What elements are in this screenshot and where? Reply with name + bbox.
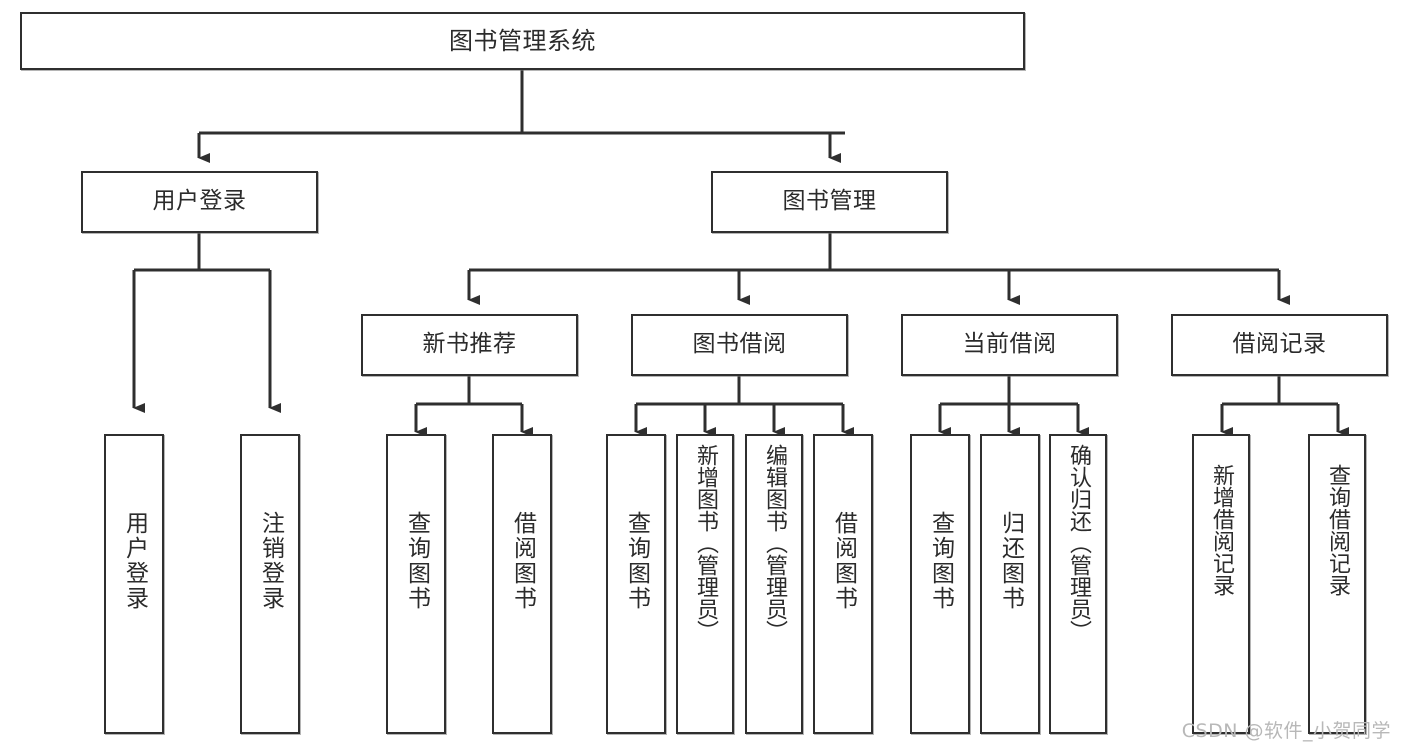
node-user-login-label: 用户登录 xyxy=(152,188,247,215)
node-leaf-return-book[interactable]: 归还图书 xyxy=(980,434,1040,734)
node-leaf-logout-login[interactable]: 注销登录 xyxy=(240,434,300,734)
node-new-book-recommend-label: 新书推荐 xyxy=(422,331,517,358)
node-leaf-query-book-1[interactable]: 查询图书 xyxy=(386,434,446,734)
node-current-borrow-label: 当前借阅 xyxy=(962,331,1057,358)
node-leaf-user-login-label: 用户登录 xyxy=(121,511,148,611)
node-leaf-query-book-3-label: 查询图书 xyxy=(927,511,954,611)
node-root[interactable]: 图书管理系统 xyxy=(20,12,1025,70)
node-leaf-query-record-label: 查询借阅记录 xyxy=(1325,464,1350,596)
node-current-borrow[interactable]: 当前借阅 xyxy=(901,314,1118,376)
node-user-login[interactable]: 用户登录 xyxy=(81,171,318,233)
node-leaf-query-book-1-label: 查询图书 xyxy=(403,511,430,611)
node-leaf-user-login[interactable]: 用户登录 xyxy=(104,434,164,734)
node-leaf-confirm-return-label: 确认归还（管理员） xyxy=(1066,444,1091,642)
node-leaf-add-book-label: 新增图书（管理员） xyxy=(693,444,718,642)
node-leaf-borrow-book-2[interactable]: 借阅图书 xyxy=(813,434,873,734)
node-leaf-return-book-label: 归还图书 xyxy=(997,511,1024,611)
node-leaf-borrow-book-2-label: 借阅图书 xyxy=(830,511,857,611)
node-book-management-label: 图书管理 xyxy=(782,188,877,215)
node-leaf-query-book-2[interactable]: 查询图书 xyxy=(606,434,666,734)
node-book-borrow-label: 图书借阅 xyxy=(692,331,787,358)
node-leaf-query-book-3[interactable]: 查询图书 xyxy=(910,434,970,734)
node-leaf-query-book-2-label: 查询图书 xyxy=(623,511,650,611)
node-leaf-borrow-book-1[interactable]: 借阅图书 xyxy=(492,434,552,734)
node-leaf-edit-book[interactable]: 编辑图书（管理员） xyxy=(745,434,803,734)
csdn-watermark: CSDN @软件_小贺同学 xyxy=(1181,720,1391,742)
node-leaf-add-book[interactable]: 新增图书（管理员） xyxy=(676,434,734,734)
node-leaf-add-record[interactable]: 新增借阅记录 xyxy=(1192,434,1250,734)
node-leaf-query-record[interactable]: 查询借阅记录 xyxy=(1308,434,1366,734)
node-root-label: 图书管理系统 xyxy=(449,26,596,55)
node-borrow-record[interactable]: 借阅记录 xyxy=(1171,314,1388,376)
node-book-borrow[interactable]: 图书借阅 xyxy=(631,314,848,376)
node-leaf-logout-login-label: 注销登录 xyxy=(257,511,284,611)
node-leaf-confirm-return[interactable]: 确认归还（管理员） xyxy=(1049,434,1107,734)
node-leaf-edit-book-label: 编辑图书（管理员） xyxy=(762,444,787,642)
node-leaf-add-record-label: 新增借阅记录 xyxy=(1209,464,1234,596)
node-leaf-borrow-book-1-label: 借阅图书 xyxy=(509,511,536,611)
node-book-management[interactable]: 图书管理 xyxy=(711,171,948,233)
node-new-book-recommend[interactable]: 新书推荐 xyxy=(361,314,578,376)
node-borrow-record-label: 借阅记录 xyxy=(1232,331,1327,358)
